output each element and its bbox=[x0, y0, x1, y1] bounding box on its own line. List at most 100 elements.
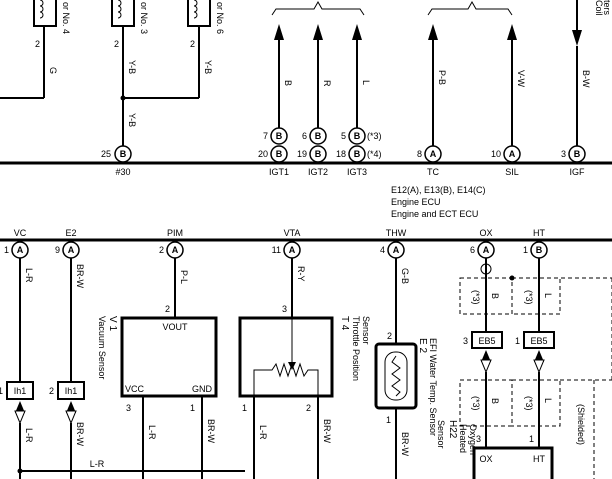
e2-wire: BR-W bbox=[70, 258, 85, 382]
svg-text:A: A bbox=[172, 245, 179, 255]
svg-text:B-W: B-W bbox=[581, 70, 591, 88]
svg-text:V-W: V-W bbox=[516, 70, 526, 88]
svg-text:8: 8 bbox=[417, 149, 422, 159]
pin-igt2: B B 6 19 bbox=[297, 127, 327, 163]
svg-text:4: 4 bbox=[380, 245, 385, 255]
svg-text:P-B: P-B bbox=[437, 70, 447, 85]
terminal-ox: OX bbox=[479, 228, 492, 238]
svg-text:1: 1 bbox=[0, 386, 3, 396]
svg-text:B: B bbox=[354, 149, 361, 159]
svg-text:G-B: G-B bbox=[400, 268, 410, 284]
svg-text:A: A bbox=[289, 245, 296, 255]
svg-text:1: 1 bbox=[523, 245, 528, 255]
svg-text:B: B bbox=[574, 149, 581, 159]
injector-no6: or No. 6 2 Y-B bbox=[123, 0, 225, 99]
vc-lower-wire: L-R bbox=[14, 401, 34, 479]
injector-no4-wire: G bbox=[48, 67, 58, 74]
svg-text:BR-W: BR-W bbox=[206, 419, 216, 443]
ox-connector-arrow bbox=[481, 350, 491, 362]
svg-text:EB5: EB5 bbox=[478, 336, 495, 346]
svg-text:3: 3 bbox=[126, 403, 131, 413]
svg-text:B: B bbox=[315, 149, 322, 159]
n30-wire: Y-B bbox=[127, 113, 137, 127]
svg-text:6: 6 bbox=[302, 131, 307, 141]
junction-dot bbox=[120, 95, 126, 101]
ecu-codes: E12(A), E13(B), E14(C) bbox=[391, 185, 486, 195]
injector-no3-pin: 2 bbox=[114, 39, 119, 49]
svg-text:OX: OX bbox=[479, 454, 492, 464]
injector-no4-pin: 2 bbox=[35, 39, 40, 49]
pin-sil: A 10 bbox=[491, 145, 521, 163]
sil-wire: V-W bbox=[507, 24, 526, 146]
svg-text:L-R: L-R bbox=[24, 268, 34, 283]
terminal-sil: SIL bbox=[505, 167, 519, 177]
terminal-pim: PIM bbox=[167, 228, 183, 238]
ht-wire: L bbox=[538, 258, 553, 332]
svg-text:T 4: T 4 bbox=[339, 316, 350, 331]
svg-text:3: 3 bbox=[463, 336, 468, 346]
ht-connector-arrow bbox=[534, 350, 544, 362]
svg-text:9: 9 bbox=[55, 245, 60, 255]
lr-bottom-bus-label: L-R bbox=[90, 459, 105, 469]
svg-text:1: 1 bbox=[515, 336, 520, 346]
svg-text:25: 25 bbox=[101, 149, 111, 159]
junction-dot bbox=[17, 468, 23, 474]
shielded-label: (Shielded) bbox=[576, 404, 586, 445]
igf-wire: B-W bbox=[572, 0, 591, 146]
note-3-ht: (*3) bbox=[524, 290, 534, 305]
e2-lower-wire: BR-W bbox=[65, 401, 85, 479]
svg-text:BR-W: BR-W bbox=[400, 432, 410, 456]
ecu-name-2: Engine and ECT ECU bbox=[391, 209, 478, 219]
svg-text:VCC: VCC bbox=[125, 384, 145, 394]
svg-text:Oxygen: Oxygen bbox=[468, 424, 478, 455]
tc-sil-brace bbox=[427, 0, 513, 16]
svg-text:1: 1 bbox=[529, 434, 534, 444]
svg-text:BR-W: BR-W bbox=[75, 264, 85, 288]
note-3-ht-lower: (*3) bbox=[524, 396, 534, 411]
igt3-wire: L bbox=[352, 24, 371, 128]
pin-ht: B 1 bbox=[523, 241, 548, 259]
pin-igf: B 3 bbox=[561, 145, 586, 163]
pin-thw: A 4 bbox=[380, 241, 405, 259]
svg-text:BR-W: BR-W bbox=[322, 419, 332, 443]
svg-text:P-L: P-L bbox=[179, 270, 189, 284]
ecu-name-1: Engine ECU bbox=[391, 197, 441, 207]
shield-box-lower-ht bbox=[512, 379, 561, 427]
svg-text:10: 10 bbox=[491, 149, 501, 159]
svg-text:B: B bbox=[354, 131, 361, 141]
terminal-tc: TC bbox=[427, 167, 439, 177]
injector-no6-pin: 2 bbox=[190, 39, 195, 49]
svg-text:1: 1 bbox=[386, 415, 391, 425]
svg-text:6: 6 bbox=[470, 245, 475, 255]
svg-text:VOUT: VOUT bbox=[162, 322, 188, 332]
svg-text:A: A bbox=[17, 245, 24, 255]
eb5-connector-ht: EB5 1 bbox=[515, 331, 555, 349]
terminal-n30: #30 bbox=[115, 167, 130, 177]
pin-vc: A 1 bbox=[4, 241, 29, 259]
svg-text:Ih1: Ih1 bbox=[65, 386, 78, 396]
svg-text:B: B bbox=[120, 149, 127, 159]
injector-no3-label: or No. 3 bbox=[139, 2, 149, 34]
igt1-wire: B bbox=[274, 24, 293, 128]
svg-text:Throttle Position: Throttle Position bbox=[351, 316, 361, 381]
eb5-connector-ox: EB5 3 bbox=[463, 331, 503, 349]
water-temp-sensor: G-B 2 1 E 2 EFI Water Temp. Sensor BR-W bbox=[374, 258, 438, 479]
svg-text:B: B bbox=[315, 131, 322, 141]
injector-no6-label: or No. 6 bbox=[215, 2, 225, 34]
svg-text:3: 3 bbox=[561, 149, 566, 159]
svg-text:A: A bbox=[509, 149, 516, 159]
svg-text:2: 2 bbox=[49, 386, 54, 396]
svg-text:Ih1: Ih1 bbox=[14, 386, 27, 396]
svg-text:2: 2 bbox=[387, 331, 392, 341]
svg-text:11: 11 bbox=[272, 245, 281, 255]
shield-marker bbox=[480, 263, 492, 275]
ox-lower-wire-label: B bbox=[490, 398, 500, 404]
svg-text:(*4): (*4) bbox=[367, 149, 382, 159]
svg-text:B: B bbox=[276, 149, 283, 159]
svg-text:L-R: L-R bbox=[24, 428, 34, 443]
pin-vta: A 11 bbox=[272, 241, 301, 259]
injector-no3: or No. 3 2 Y-B bbox=[111, 0, 149, 146]
heated-oxygen-sensor: OX HT 3 1 H22 Heated Oxygen Sensor bbox=[436, 420, 554, 479]
pin-igt1: B B 7 20 bbox=[258, 127, 288, 163]
